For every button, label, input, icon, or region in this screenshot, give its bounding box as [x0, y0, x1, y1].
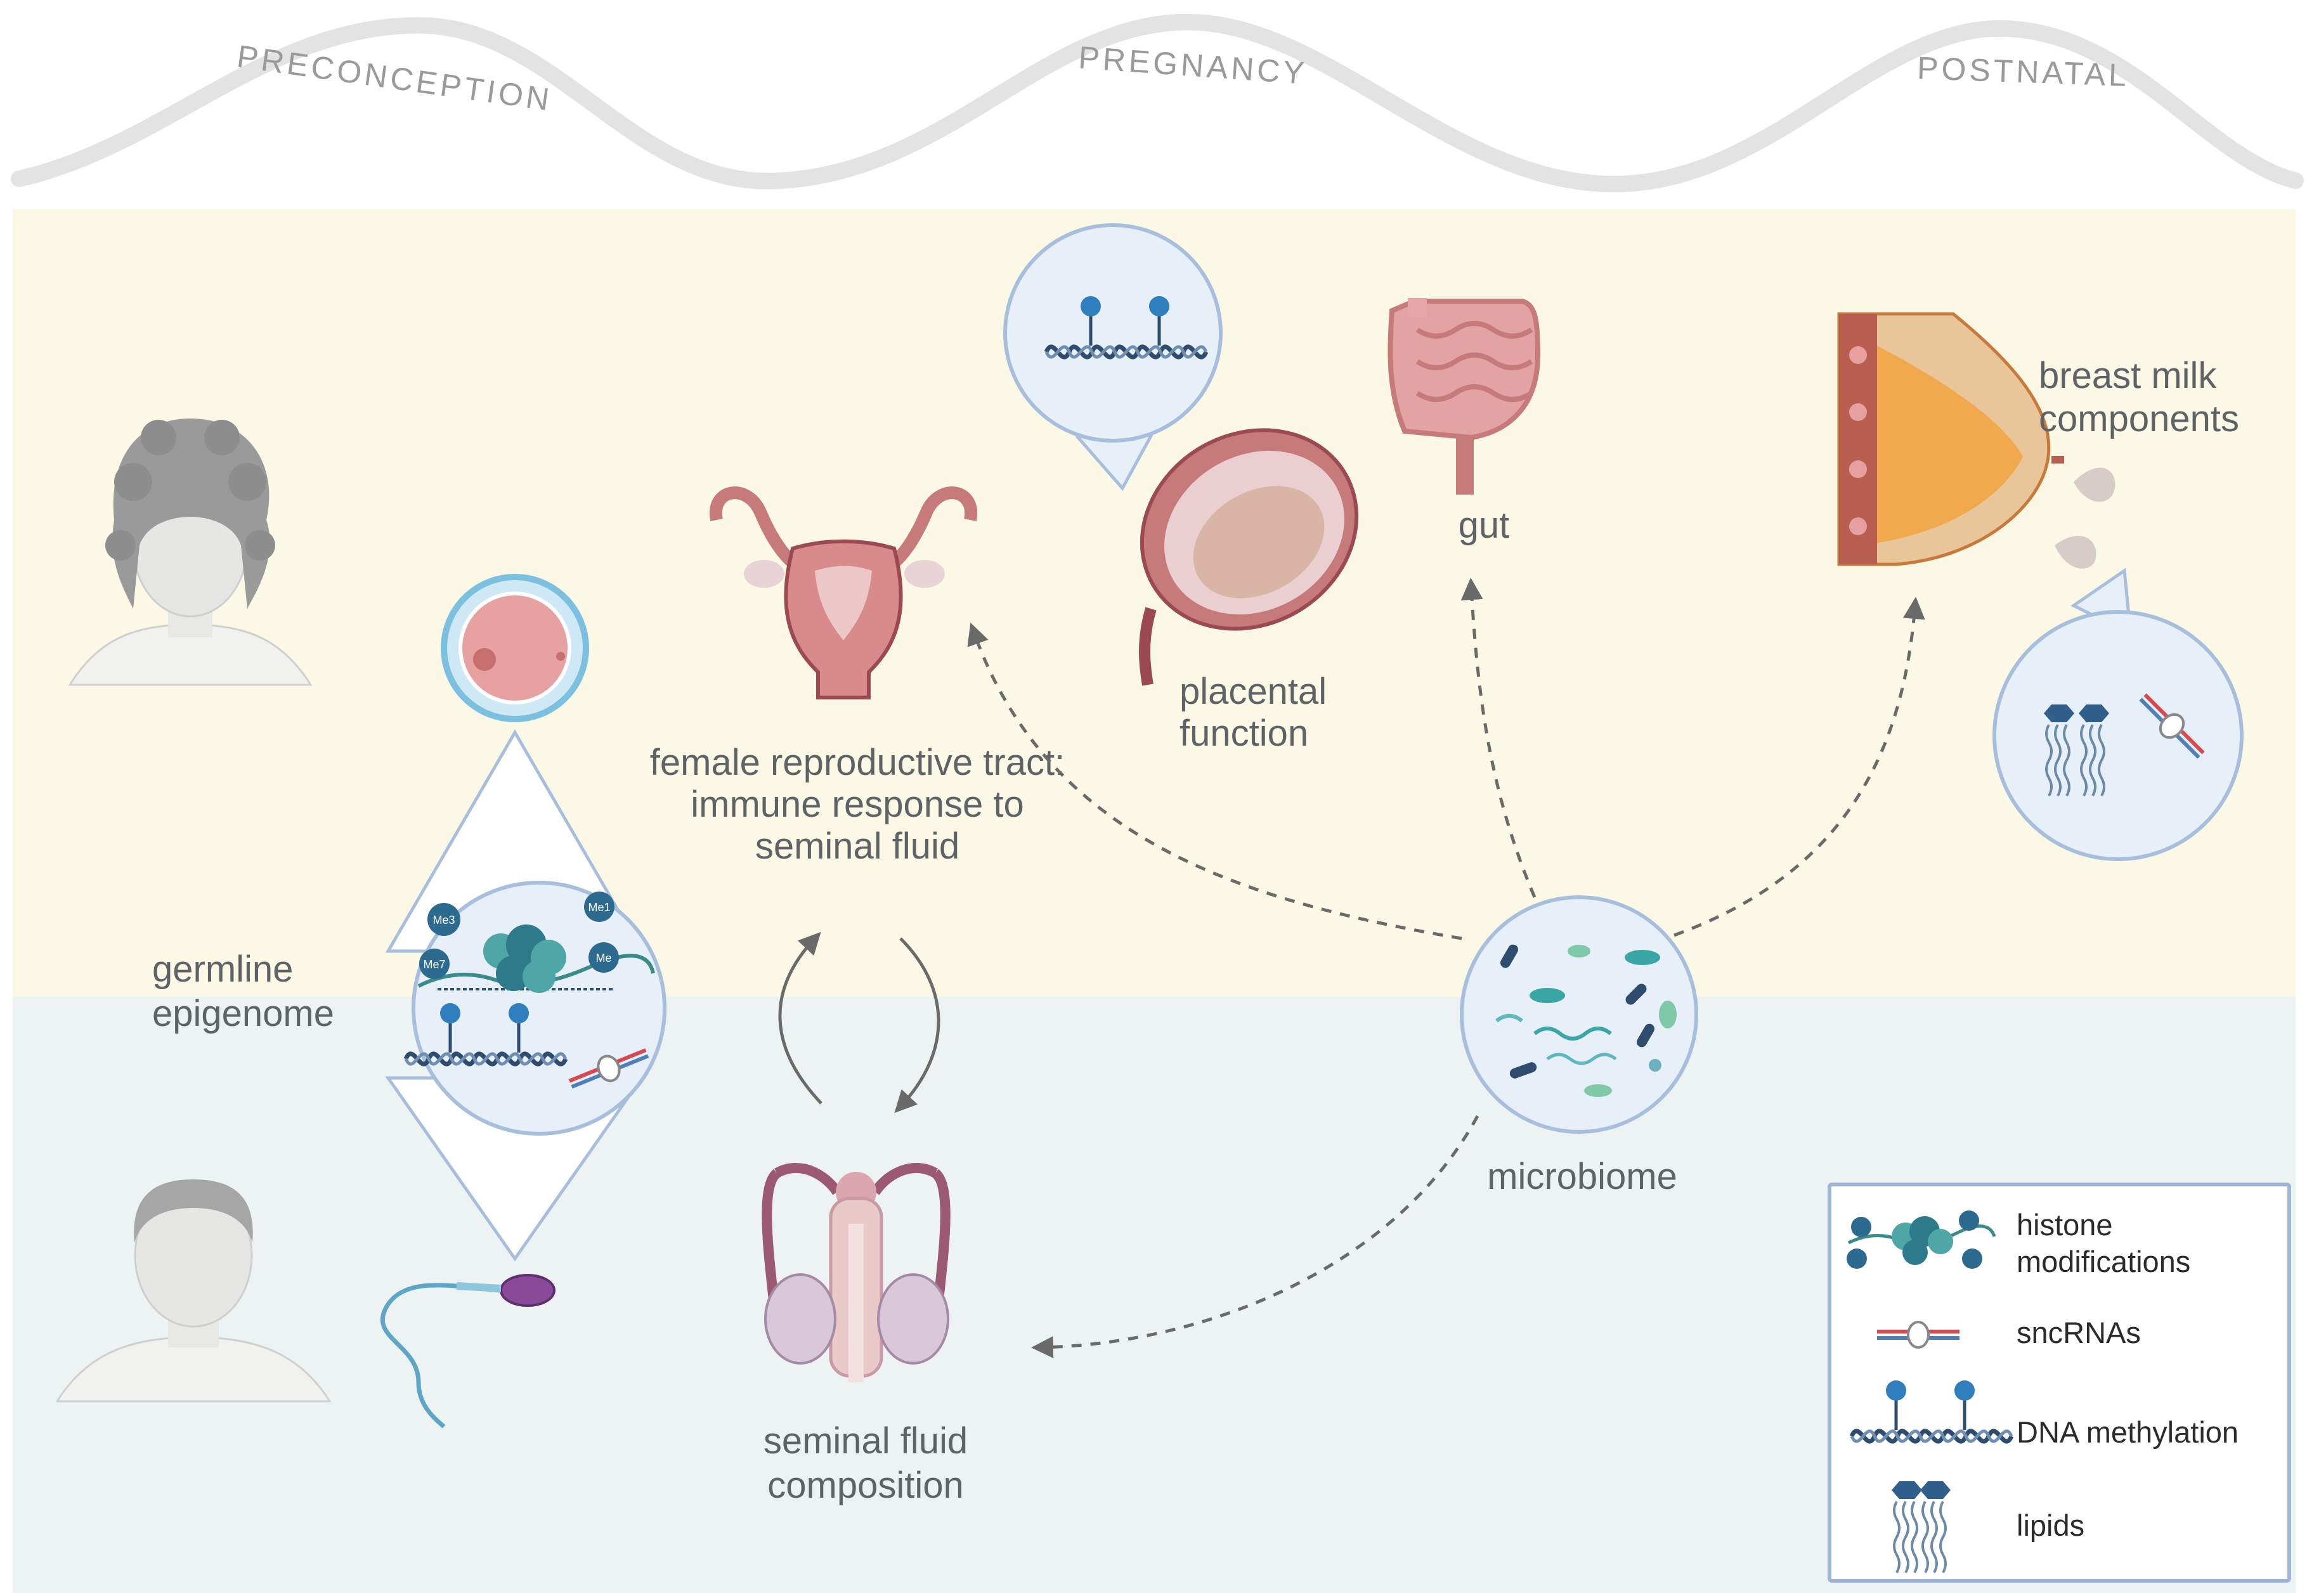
- breast-label-line2: components: [2039, 398, 2239, 439]
- legend-histone-icon: [1847, 1210, 1996, 1269]
- gut-icon: [1387, 298, 1541, 495]
- histone-mark-me3: Me3: [432, 914, 455, 926]
- histone-mark-me7: Me7: [423, 958, 445, 971]
- frt-label-line1: female reproductive tract:: [650, 742, 1065, 783]
- placenta-zoom-circle: [1003, 223, 1223, 491]
- uterus-icon: [709, 486, 978, 699]
- breast-icon: [1837, 312, 2064, 566]
- legend-label-histone-line2: modifications: [2017, 1245, 2190, 1278]
- microbiome-label: microbiome: [1487, 1156, 1677, 1197]
- arrow-frt-to-seminal: [894, 937, 940, 1113]
- breast-label-line1: breast milk: [2039, 355, 2217, 396]
- histone-icon: Me3 Me1 Me7 Me: [417, 892, 655, 993]
- frt-label-line2: immune response to: [691, 784, 1024, 825]
- timeline-wave: [11, 13, 2304, 193]
- microbiome-circle: [1460, 895, 1698, 1134]
- histone-mark-me: Me: [595, 952, 611, 964]
- histone-mark-me1: Me1: [588, 901, 610, 914]
- arrow-microbiome-to-seminal: [1031, 1115, 1479, 1359]
- germline-label-line2: epigenome: [152, 993, 334, 1034]
- male-reproductive-icon: [762, 1163, 951, 1382]
- female-figure: [68, 418, 313, 686]
- arrow-microbiome-to-gut: [1460, 578, 1537, 898]
- male-figure: [55, 1179, 332, 1403]
- gut-label: gut: [1459, 505, 1510, 546]
- sperm-icon: [380, 1274, 556, 1429]
- germline-epigenome-circle: Me3 Me1 Me7 Me: [406, 881, 666, 1136]
- breast-milk-zoom-circle: [1992, 568, 2244, 861]
- frt-label-line3: seminal fluid: [755, 826, 959, 867]
- legend-label-histone-line1: histone: [2017, 1208, 2113, 1242]
- legend-label-sncrnas: sncRNAs: [2017, 1316, 2141, 1349]
- arrow-seminal-to-frt: [778, 931, 822, 1105]
- germline-label-line1: germline: [152, 949, 293, 990]
- legend-label-lipids: lipids: [2017, 1508, 2084, 1542]
- pregnant-uterus-icon: [1139, 428, 1359, 686]
- seminal-label-line2: composition: [767, 1465, 963, 1506]
- legend: histone modifications sncRNAs DNA methyl…: [1828, 1183, 2291, 1583]
- placental-label-line2: function: [1179, 713, 1308, 754]
- placental-label-line1: placental: [1179, 671, 1327, 712]
- seminal-label-line1: seminal fluid: [764, 1420, 968, 1462]
- arrow-microbiome-to-frt: [967, 622, 1462, 940]
- phase-label-postnatal: POSTNATAL: [1916, 50, 2130, 93]
- milk-drop-icon: [2055, 467, 2115, 569]
- oocyte-icon: [441, 574, 589, 722]
- legend-label-dna-methylation: DNA methylation: [2017, 1415, 2239, 1449]
